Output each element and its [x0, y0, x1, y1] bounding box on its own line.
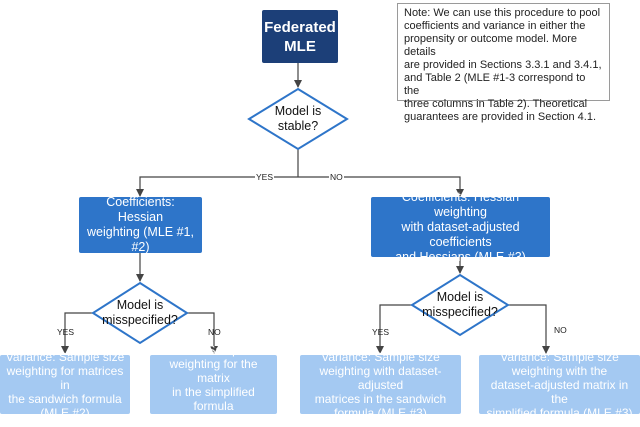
- arrow-right-no: [507, 304, 550, 354]
- branch-yes-label: YES: [255, 172, 275, 182]
- decision-right-label: Model is misspecified?: [422, 290, 498, 319]
- leaf-variance-3: Variance: Sample size weighting with dat…: [300, 350, 461, 420]
- coef-right-label: Coefficients: Hessian weighting with dat…: [395, 189, 526, 264]
- coef-right-box: Coefficients: Hessian weighting with dat…: [371, 190, 550, 264]
- coef-left-label: Coefficients: Hessian weighting (MLE #1,…: [86, 195, 194, 254]
- leaf-variance-1: Variance: Sample size weighting for matr…: [0, 350, 130, 420]
- leaf-variance-4: Variance: Sample size weighting with the…: [479, 350, 640, 420]
- leaf-variance-2: Variance: Sample size weighting for the …: [150, 343, 277, 427]
- decision-stable-shape: [247, 87, 349, 151]
- left-yes-label: YES: [57, 327, 75, 337]
- arrow-left-yes: [61, 312, 95, 354]
- arrow-left-no: [185, 312, 218, 354]
- leaf-2-label: Variance: Sample size weighting for the …: [154, 342, 273, 427]
- left-no-label: NO: [208, 327, 221, 337]
- arrow-yes-branch: [136, 176, 298, 197]
- decision-left-shape: [91, 281, 189, 345]
- leaf-3-label: Variance: Sample size weighting with dat…: [314, 349, 447, 420]
- note-box: Note: We can use this procedure to pool …: [397, 3, 610, 123]
- start-label: Federated MLE: [264, 18, 336, 55]
- start-federated-mle: Federated MLE: [262, 10, 338, 63]
- decision-left-label: Model is misspecified?: [102, 298, 178, 327]
- decision-right-shape: [410, 273, 510, 337]
- arrow-right-yes: [376, 304, 413, 354]
- flowchart-connectors: [61, 63, 550, 354]
- leaf-1-label: Variance: Sample size weighting for matr…: [5, 349, 125, 420]
- arrow-no-branch: [298, 176, 464, 197]
- leaf-4-label: Variance: Sample size weighting with the…: [486, 349, 633, 420]
- coef-left-box: Coefficients: Hessian weighting (MLE #1,…: [79, 195, 202, 254]
- branch-no-label: NO: [329, 172, 344, 182]
- decision-stable-label: Model is stable?: [274, 104, 322, 133]
- right-no-label: NO: [554, 325, 567, 335]
- right-yes-label: YES: [372, 327, 390, 337]
